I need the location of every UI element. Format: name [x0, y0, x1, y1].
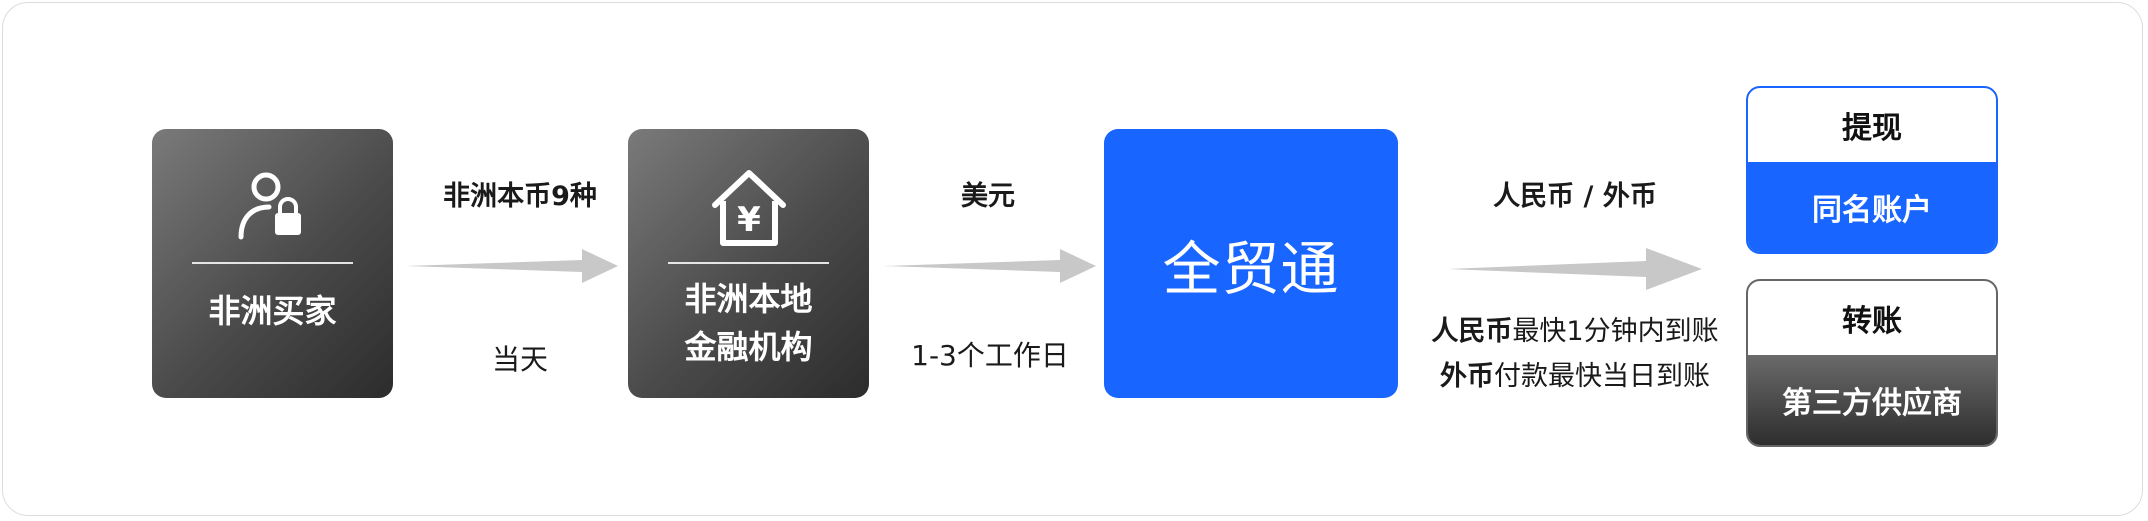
edge3-note-rmb: 人民币最快1分钟内到账: [1410, 308, 1740, 355]
edge3-note-rmb-text: 最快1分钟内到账: [1512, 316, 1719, 347]
node-buyer: 非洲买家: [152, 129, 393, 398]
outcome-withdraw-sub: 同名账户: [1748, 162, 1996, 252]
node-bank-label-line1: 非洲本地: [684, 280, 813, 318]
edge3-note-fx-text: 付款最快当日到账: [1494, 361, 1710, 392]
node-bank: ¥ 非洲本地 金融机构: [628, 129, 869, 398]
edge1-top-label: 非洲本币9种: [443, 181, 597, 212]
node-divider: [192, 262, 353, 264]
edge3-note-fx: 外币付款最快当日到账: [1410, 353, 1740, 400]
arrow-1: [406, 249, 618, 283]
arrow-2: [884, 249, 1096, 283]
outcome-withdraw-title: 提现: [1842, 111, 1902, 146]
node-divider: [668, 262, 829, 264]
edge2-bottom-label: 1-3个工作日: [911, 339, 1069, 372]
edge3-note-fx-bold: 外币: [1440, 361, 1494, 392]
edge1-bottom-label: 当天: [491, 343, 548, 376]
bank-yuan-icon: ¥: [628, 167, 869, 246]
edge3-top-label: 人民币 / 外币: [1493, 181, 1657, 212]
node-bank-label-line2: 金融机构: [684, 328, 813, 366]
outcome-transfer-title: 转账: [1842, 304, 1902, 339]
node-platform: 全贸通: [1104, 129, 1398, 398]
outcome-withdraw-card: 提现 同名账户: [1746, 86, 1998, 254]
svg-text:¥: ¥: [737, 200, 761, 240]
user-lock-icon: [152, 167, 393, 243]
outcome-transfer-sub: 第三方供应商: [1748, 355, 1996, 445]
edge2-top-label: 美元: [961, 181, 1015, 212]
outcome-transfer-card: 转账 第三方供应商: [1746, 279, 1998, 447]
node-buyer-label: 非洲买家: [208, 292, 337, 330]
arrow-3: [1448, 248, 1702, 290]
edge3-note-rmb-bold: 人民币: [1431, 316, 1513, 347]
